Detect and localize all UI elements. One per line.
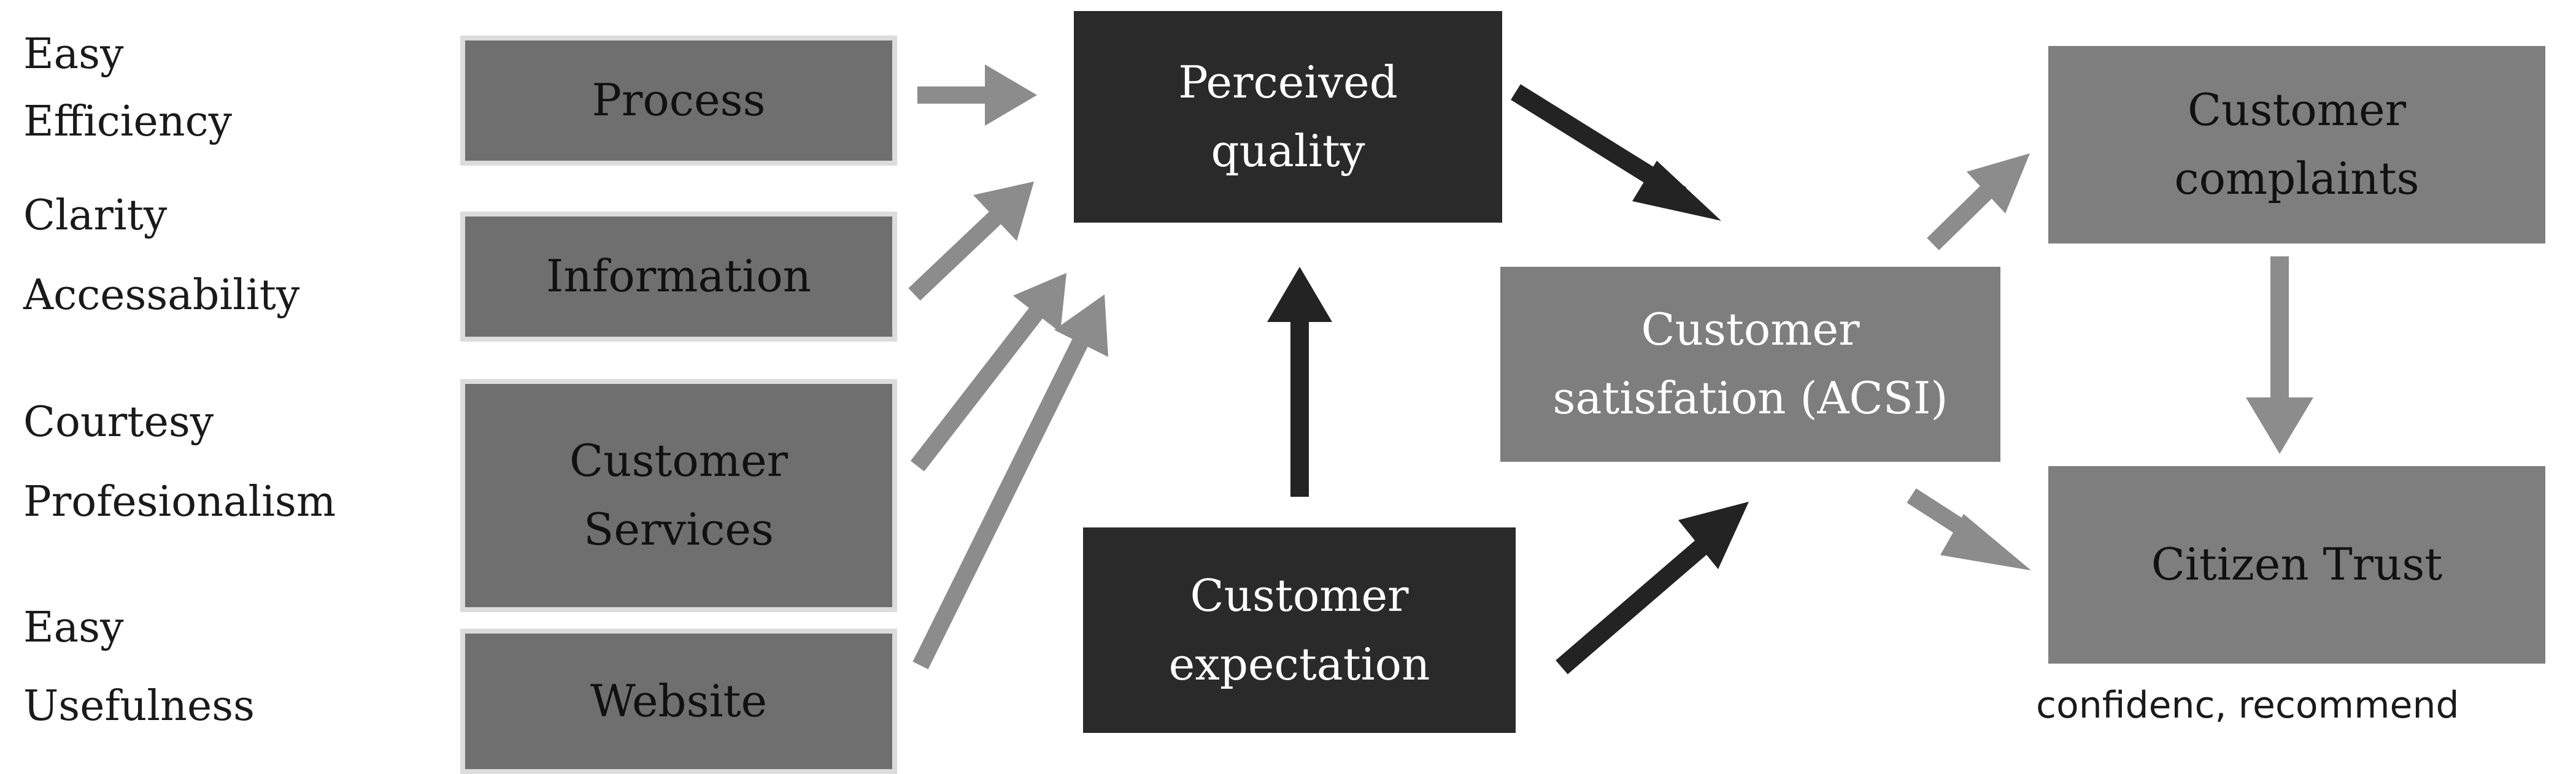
arrowhead-satisfaction-to-trust [1940, 514, 2031, 570]
arrow-website-to-quality [912, 336, 1089, 670]
perceived-quality-label-line1: Perceived [1178, 56, 1398, 108]
arrow-information-to-quality [908, 209, 1003, 301]
arrowhead-expectation-to-quality [1267, 267, 1332, 322]
arrowhead-quality-to-satisfaction [1632, 161, 1721, 221]
perceived-quality-label-line2: quality [1211, 125, 1365, 177]
arrowhead-process-to-quality [985, 64, 1037, 126]
dimension-label-easy-website: Easy [23, 603, 124, 652]
arrowhead-satisfaction-to-complaints [1967, 153, 2030, 213]
arrow-expectation-to-satisfaction [1556, 538, 1709, 675]
arrowhead-services-to-quality [1013, 273, 1066, 332]
customer-satisfaction-label-line1: Customer [1641, 304, 1860, 356]
citizen-trust-box: Citizen Trust [2048, 466, 2545, 664]
customer-expectation-label-line2: expectation [1168, 638, 1430, 690]
website-box-label: Website [590, 675, 768, 727]
customer-satisfaction-box: Customer satisfation (ACSI) [1500, 267, 2000, 462]
customer-complaints-box: Customer complaints [2048, 46, 2545, 243]
customer-expectation-label-line1: Customer [1190, 569, 1409, 621]
arrowhead-information-to-quality [973, 182, 1034, 241]
customer-services-label-line2: Services [584, 504, 774, 555]
customer-services-box: Customer Services [460, 379, 897, 612]
arrowhead-complaints-to-trust [2246, 397, 2313, 454]
arrow-services-to-quality [910, 306, 1044, 472]
customer-services-label-line1: Customer [569, 435, 788, 487]
information-box-label: Information [546, 250, 812, 302]
process-box-label: Process [592, 74, 766, 126]
dimension-label-usefulness: Usefulness [23, 682, 255, 730]
dimension-label-efficiency: Efficiency [23, 98, 233, 146]
arrow-satisfaction-to-complaints [1927, 183, 1994, 251]
dimension-label-courtesy: Courtesy [23, 398, 214, 446]
customer-complaints-label-line2: complaints [2174, 153, 2420, 204]
process-box: Process [460, 36, 897, 166]
citizen-trust-note: confidenc, recommend [2036, 684, 2459, 727]
dimension-label-profesionalism: Profesionalism [23, 478, 336, 526]
arrowhead-website-to-quality [1054, 294, 1108, 357]
arrowhead-expectation-to-satisfaction [1678, 502, 1749, 569]
information-box: Information [460, 212, 897, 342]
citizen-trust-label: Citizen Trust [2151, 538, 2443, 591]
customer-complaints-label-line1: Customer [2188, 84, 2406, 136]
customer-expectation-box: Customer expectation [1083, 527, 1516, 733]
dimension-label-clarity: Clarity [23, 191, 168, 240]
dimension-label-accessability: Accessability [23, 271, 300, 320]
perceived-quality-box: Perceived quality [1074, 11, 1502, 223]
website-box: Website [460, 629, 897, 774]
customer-satisfaction-label-line2: satisfation (ACSI) [1552, 372, 1948, 424]
dimension-label-easy: Easy [23, 30, 124, 79]
